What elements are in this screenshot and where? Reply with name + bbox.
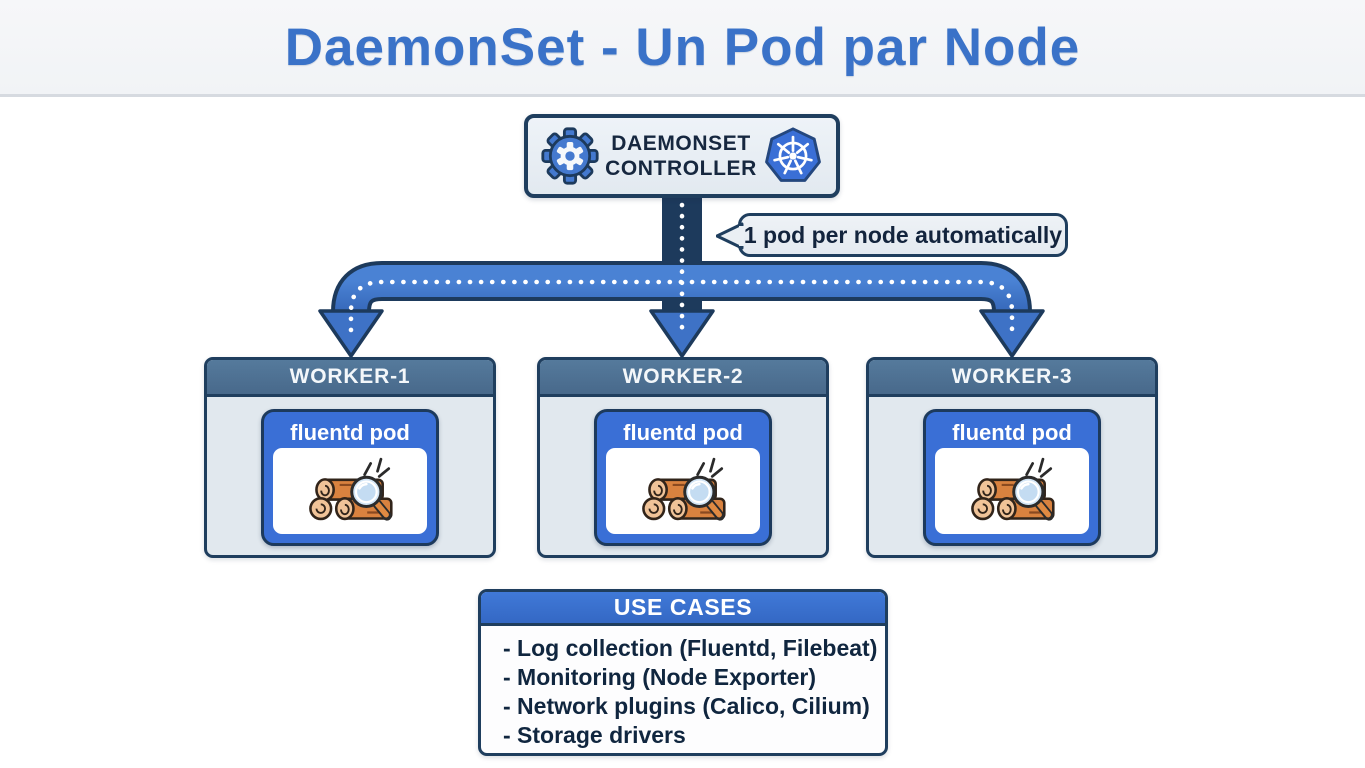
fluentd-pod-card: fluentd pod bbox=[594, 409, 772, 546]
worker-1-title: WORKER-1 bbox=[289, 365, 411, 388]
pod-inner bbox=[606, 448, 760, 534]
logs-magnifier-icon bbox=[298, 448, 402, 534]
worker-2-body: fluentd pod bbox=[540, 397, 826, 555]
worker-1-box: WORKER-1 fluentd pod bbox=[204, 357, 496, 558]
use-cases-box: USE CASES - Log collection (Fluentd, Fil… bbox=[478, 589, 888, 756]
worker-2-title: WORKER-2 bbox=[622, 365, 744, 388]
worker-3-box: WORKER-3 fluentd pod bbox=[866, 357, 1158, 558]
callout-text: 1 pod per node automatically bbox=[743, 221, 1063, 248]
pod-label: fluentd pod bbox=[952, 420, 1072, 445]
callout-tail bbox=[716, 222, 744, 250]
worker-3-body: fluentd pod bbox=[869, 397, 1155, 555]
worker-1-header: WORKER-1 bbox=[207, 360, 493, 397]
worker-2-box: WORKER-2 fluentd pod bbox=[537, 357, 829, 558]
daemonset-controller-box: DAEMONSET CONTROLLER bbox=[524, 114, 840, 198]
worker-3-header: WORKER-3 bbox=[869, 360, 1155, 397]
controller-label: DAEMONSET CONTROLLER bbox=[605, 131, 757, 181]
pod-inner bbox=[273, 448, 427, 534]
worker-1-body: fluentd pod bbox=[207, 397, 493, 555]
worker-3-title: WORKER-3 bbox=[951, 365, 1073, 388]
fluentd-pod-card: fluentd pod bbox=[923, 409, 1101, 546]
pod-inner bbox=[935, 448, 1089, 534]
fluentd-pod-card: fluentd pod bbox=[261, 409, 439, 546]
use-case-item: - Monitoring (Node Exporter) bbox=[503, 664, 817, 690]
gear-icon bbox=[541, 127, 599, 185]
controller-label-line1: DAEMONSET bbox=[611, 131, 751, 155]
use-case-item: - Log collection (Fluentd, Filebeat) bbox=[503, 635, 878, 661]
use-cases-title: USE CASES bbox=[613, 594, 753, 620]
page-title: DaemonSet - Un Pod par Node bbox=[284, 17, 1081, 77]
use-cases-header: USE CASES bbox=[481, 592, 885, 626]
use-case-item: - Network plugins (Calico, Cilium) bbox=[503, 693, 870, 719]
callout-bubble: 1 pod per node automatically bbox=[716, 213, 1068, 257]
controller-label-line2: CONTROLLER bbox=[605, 157, 757, 180]
pod-label: fluentd pod bbox=[623, 420, 743, 445]
use-case-item: - Storage drivers bbox=[503, 722, 686, 748]
pod-label: fluentd pod bbox=[290, 420, 410, 445]
title-band: DaemonSet - Un Pod par Node bbox=[0, 0, 1365, 97]
worker-2-header: WORKER-2 bbox=[540, 360, 826, 397]
use-cases-list: - Log collection (Fluentd, Filebeat) - M… bbox=[481, 626, 885, 750]
logs-magnifier-icon bbox=[960, 448, 1064, 534]
logs-magnifier-icon bbox=[631, 448, 735, 534]
kubernetes-wheel-icon bbox=[765, 127, 821, 182]
